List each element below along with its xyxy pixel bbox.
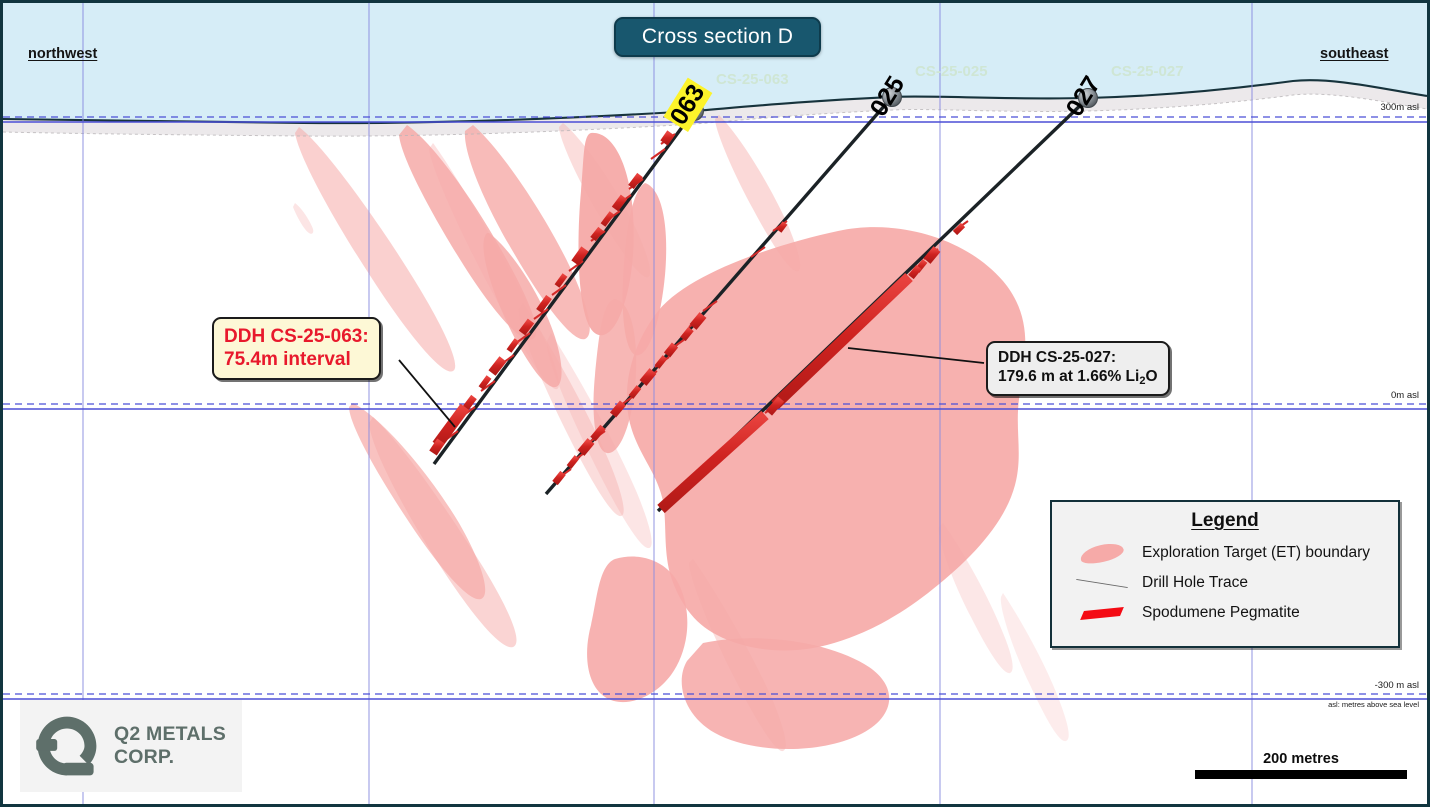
collar-ghost-label-027: CS-25-027: [1111, 63, 1184, 80]
callout-027-grade-sub: 2: [1139, 374, 1146, 387]
geology-layer: [3, 3, 1427, 804]
elevation-label-0m: 0m asl: [1391, 390, 1419, 401]
topography-line: [3, 79, 1427, 125]
drill-hole-cs-25-027[interactable]: [656, 88, 1098, 514]
et-streak-3: [546, 333, 652, 549]
company-logo: Q2 METALS CORP.: [20, 700, 242, 792]
logo-line-1: Q2 METALS: [114, 723, 226, 746]
q2-logo-icon: [36, 716, 97, 776]
legend-item-drill-trace-label: Drill Hole Trace: [1142, 574, 1248, 591]
pegmatite-intervals-027: [657, 222, 966, 514]
et-sheet-4: [295, 127, 456, 372]
et-sheet-3: [483, 233, 562, 388]
legend-item-spodumene-label: Spodumene Pegmatite: [1142, 604, 1300, 621]
collar-marker-027: [1078, 88, 1098, 108]
legend-title: Legend: [1191, 510, 1259, 531]
pegmatite-intervals-063: [429, 130, 675, 456]
logo-wordmark: Q2 METALS CORP.: [114, 723, 226, 768]
sky-region: [3, 3, 1427, 124]
et-streak-6: [689, 559, 786, 752]
scale-bar: 200 metres: [1195, 751, 1407, 779]
figure-canvas: Cross section D northwest southeast CS-2…: [3, 3, 1427, 804]
elevation-label-neg300m: -300 m asl: [1374, 680, 1419, 691]
legend-panel: Legend Exploration Target (ET) boundary …: [1050, 500, 1400, 648]
cross-section-title-label: Cross section D: [641, 25, 794, 48]
collar-ghost-label-025: CS-25-025: [915, 63, 988, 80]
callout-063-line2: 75.4m interval: [224, 349, 351, 371]
callout-027-line1: DDH CS-25-027:: [998, 349, 1117, 366]
collar-marker-025: [882, 87, 902, 107]
orientation-label-northwest: northwest: [28, 46, 98, 62]
elevation-grid: [3, 116, 1427, 700]
callout-027-grade-prefix: 179.6 m at 1.66% Li: [998, 367, 1140, 385]
legend-item-et-boundary: Exploration Target (ET) boundary: [1052, 538, 1398, 568]
et-lens-c: [593, 299, 637, 454]
collar-ghost-label-063: CS-25-063: [716, 71, 789, 88]
callout-063-line1: DDH CS-25-063:: [224, 326, 369, 347]
et-boundary-swatch: [1062, 539, 1142, 567]
et-lens-a: [578, 132, 634, 336]
callout-027-grade-suffix: O: [1145, 367, 1158, 385]
leader-line-027: [847, 347, 985, 364]
et-blob-main: [626, 227, 1026, 651]
scale-bar-rule: [1195, 770, 1407, 779]
et-streak-7: [938, 523, 1013, 674]
et-lens-b: [622, 183, 667, 356]
leader-line-063: [398, 359, 456, 428]
cross-section-title: Cross section D: [614, 17, 821, 57]
drill-trace-swatch: [1062, 578, 1142, 588]
elevation-label-300m: 300m asl: [1380, 102, 1419, 113]
et-blob-lower-left: [587, 556, 688, 703]
logo-line-2: CORP.: [114, 746, 175, 768]
drill-hole-cs-25-025[interactable]: [544, 87, 902, 496]
callout-ddh-cs-25-063[interactable]: DDH CS-25-063: 75.4m interval: [212, 317, 381, 381]
bedrock-surface-line: [3, 93, 1427, 137]
et-streak-9: [293, 203, 314, 234]
et-sheet-6: [369, 417, 517, 648]
et-streak-4: [559, 123, 651, 278]
overburden-band: [3, 80, 1427, 137]
legend-item-et-boundary-label: Exploration Target (ET) boundary: [1142, 544, 1371, 561]
et-streak-5: [715, 115, 801, 272]
callout-ddh-cs-25-027[interactable]: DDH CS-25-027: 179.6 m at 1.66% Li2O: [986, 341, 1170, 396]
orientation-label-southeast: southeast: [1320, 46, 1389, 62]
legend-item-spodumene: Spodumene Pegmatite: [1052, 598, 1398, 628]
elevation-note: asl: metres above sea level: [1328, 700, 1419, 709]
et-streak-8: [1000, 593, 1069, 742]
legend-item-drill-trace: Drill Hole Trace: [1052, 568, 1398, 598]
pegmatite-intervals-025: [552, 221, 788, 486]
callout-027-line2: 179.6 m at 1.66% Li2O: [998, 368, 1158, 387]
scale-bar-label: 200 metres: [1263, 751, 1339, 767]
spodumene-swatch: [1062, 606, 1142, 620]
